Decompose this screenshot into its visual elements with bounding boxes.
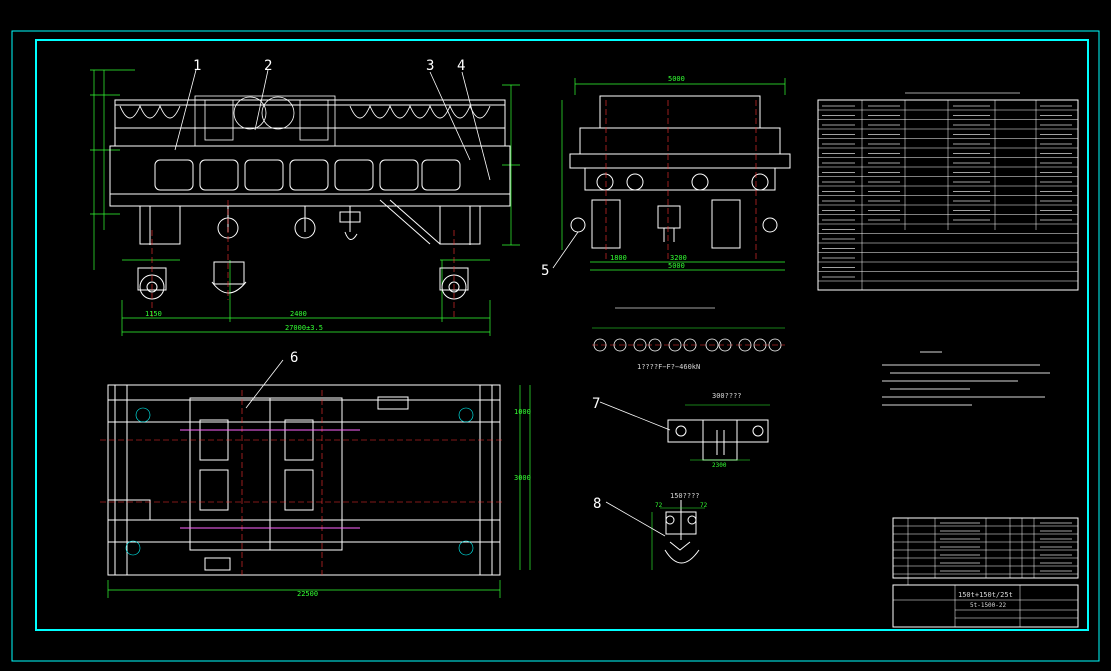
detail-8-dim-right: 72 (700, 502, 708, 509)
dim-end-top: 5000 (668, 75, 685, 83)
balloon-1: 1 (193, 58, 201, 74)
end-elevation-view: 5 5000 1800 3200 5000 (541, 75, 791, 279)
drawing-frame (11, 30, 1100, 662)
dim-end-2: 3200 (670, 254, 687, 262)
detail-7-label: 300???? (712, 392, 742, 400)
detail-7-dim: 2300 (712, 462, 727, 469)
dim-span-b: 2400 (290, 310, 307, 318)
wheel-circle (738, 338, 752, 352)
detail-8-hook: 8 150???? 72 72 (593, 492, 708, 570)
wheel-circle (683, 338, 697, 352)
wheel-circle (768, 338, 782, 352)
balloon-5: 5 (541, 263, 549, 279)
wheel-circle (613, 338, 627, 352)
technical-notes (882, 351, 1050, 406)
dim-plan-right-mid: 3000 (514, 474, 531, 482)
balloon-4: 4 (457, 58, 465, 74)
detail-7-trolley-buffer: 7 300???? 2300 (592, 392, 770, 469)
balloon-2: 2 (264, 58, 272, 74)
balloon-3: 3 (426, 58, 434, 74)
title-block-title: 150t+150t/25t (958, 591, 1013, 599)
wheel-circle (753, 338, 767, 352)
wheel-circle (718, 338, 732, 352)
dim-total: 27000±3.5 (285, 324, 323, 332)
wheel-circle (705, 338, 719, 352)
wheel-circle (593, 338, 607, 352)
dim-plan-bottom: 22500 (297, 590, 318, 598)
detail-8-dim-left: 72 (655, 502, 663, 509)
dim-end-1: 1800 (610, 254, 627, 262)
wheel-diagram-label: 1????F−F?−460kN (637, 363, 700, 371)
wheel-circle (668, 338, 682, 352)
wheel-circle (633, 338, 647, 352)
title-block: 150t+150t/25t 5t-1500-22 (892, 584, 1079, 628)
front-elevation-view: 1 2 3 4 1150 2400 27000±3.5 (90, 58, 520, 336)
dim-span-a: 1150 (145, 310, 162, 318)
dim-plan-right-top: 1000 (514, 408, 531, 416)
wheel-load-diagram: 1????F−F?−460kN (592, 307, 785, 371)
balloon-8: 8 (593, 496, 601, 512)
plan-view: 6 22500 1000 3000 (100, 350, 531, 598)
title-block-code: 5t-1500-22 (970, 602, 1007, 609)
parts-list-table (892, 517, 1079, 585)
parameter-table (817, 92, 1079, 291)
balloon-6: 6 (290, 350, 298, 366)
wheel-circle (648, 338, 662, 352)
detail-8-label: 150???? (670, 492, 700, 500)
dim-end-3: 5000 (668, 262, 685, 270)
balloon-7: 7 (592, 396, 600, 412)
